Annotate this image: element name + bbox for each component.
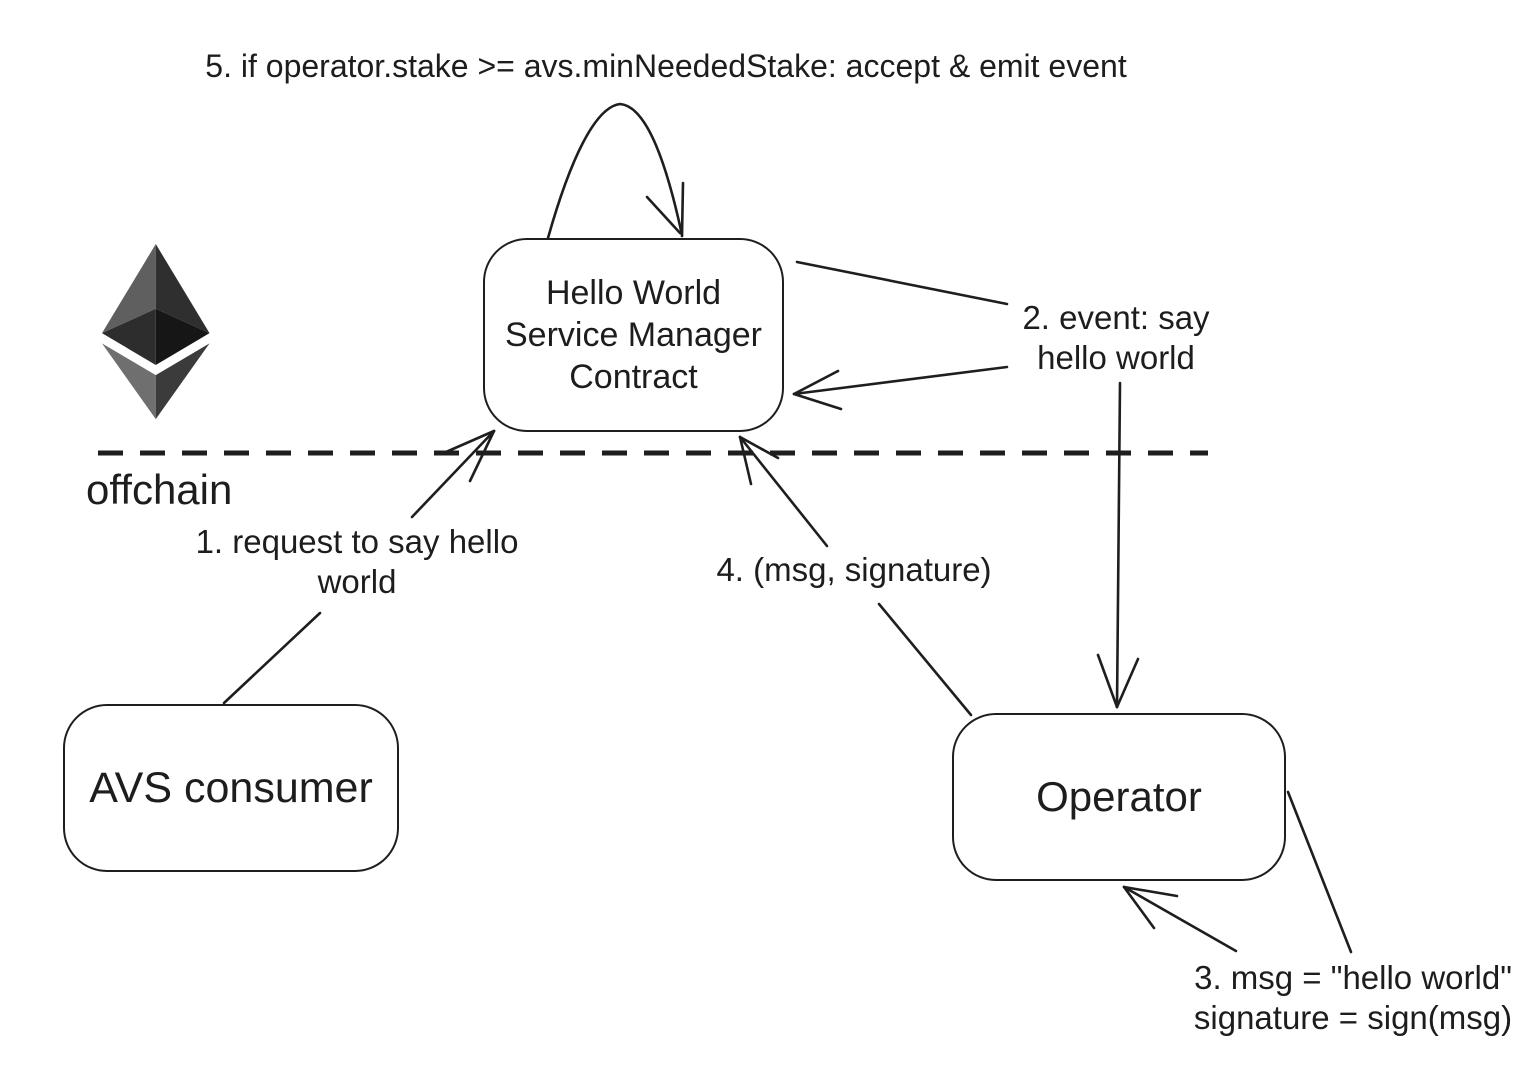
ethereum-logo [102,244,210,420]
operator-label: Operator [1036,773,1202,820]
step4-annotation: 4. (msg, signature) [716,551,992,588]
step2-annotation: 2. event: say hello world [1022,299,1210,376]
arrow-step3-to-operator [1122,885,1238,953]
arrow-step2-to-operator [1096,381,1140,709]
edge-step4-label-to-operator [877,602,973,717]
step3-annotation: 3. msg = "hello world" signature = sign(… [1193,959,1513,1036]
step1-annotation: 1. request to say hello world [195,523,519,600]
service-manager-label: Hello World Service Manager Contract [504,274,762,396]
arrow-step1-to-service-manager [410,429,496,519]
edge-step1-label-to-avs-consumer [222,611,322,705]
node-service-manager-contract: Hello World Service Manager Contract [483,238,784,432]
arrow-step4-to-service-manager [738,435,829,548]
arrow-step5-self-loop [546,102,685,240]
offchain-region-label: offchain [86,466,233,513]
step5-annotation: 5. if operator.stake >= avs.minNeededSta… [205,48,1127,84]
edge-step2-from-service-manager [795,260,1009,306]
avs-consumer-label: AVS consumer [89,763,373,812]
edge-step3-label-to-operator [1286,790,1353,954]
node-operator: Operator [952,713,1286,881]
arrow-step2-to-service-manager [792,365,1009,411]
node-avs-consumer: AVS consumer [63,704,399,872]
